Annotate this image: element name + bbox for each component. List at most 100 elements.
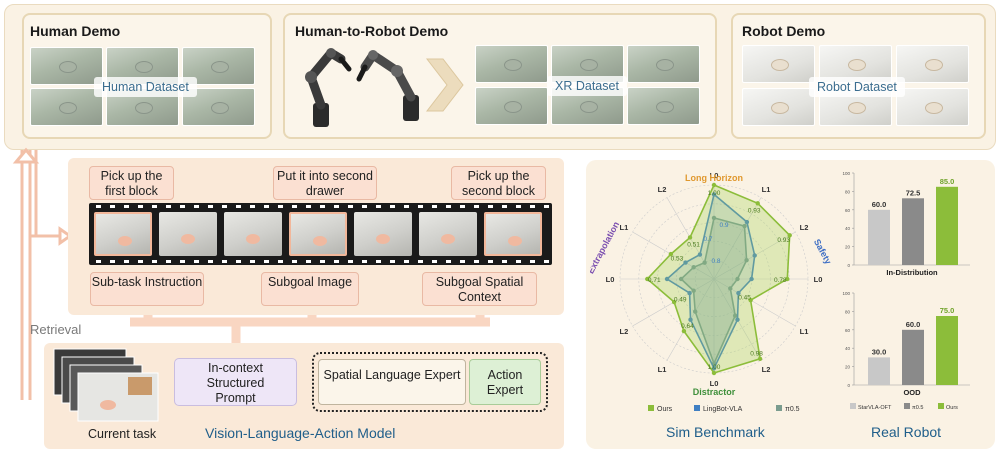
instruction-tag-1: Pick up the first block: [89, 166, 174, 200]
robot-demo-title: Robot Demo: [742, 23, 826, 39]
robot-demo-box: Robot Demo Robot Dataset: [731, 13, 986, 139]
radar-spoke-label: L1: [620, 223, 629, 232]
model-experts-container: [312, 352, 548, 412]
radar-spoke-label: L2: [620, 327, 629, 336]
bar-1-2: [936, 316, 958, 385]
radar-point: [787, 233, 792, 238]
radar-axis-title: Extrapolation: [590, 220, 621, 275]
bar-tick-label: 80: [845, 189, 851, 194]
instruction-tag-3: Pick up the second block: [451, 166, 546, 200]
radar-point: [752, 253, 757, 258]
radar-point: [687, 235, 693, 240]
radar-spoke-label: L0: [814, 275, 823, 284]
film-frame: [289, 212, 347, 256]
bar-tick-label: 80: [845, 309, 851, 314]
radar-value-label: 0.53: [671, 256, 684, 263]
bar-tick-label: 60: [845, 328, 851, 333]
radar-point: [702, 260, 707, 265]
bar-0-0: [868, 209, 890, 265]
radar-point: [711, 192, 717, 197]
radar-spoke-label: L1: [658, 365, 667, 374]
radar-point: [711, 366, 717, 371]
film-frame: [94, 212, 152, 256]
radar-point: [691, 265, 696, 270]
bar-tick-label: 40: [845, 226, 851, 231]
vla-model-label: Vision-Language-Action Model: [205, 425, 396, 441]
radar-point: [732, 313, 738, 318]
radar-spoke: [632, 231, 715, 280]
bar-legend-label: Ours: [946, 405, 958, 411]
bar-1-0: [868, 357, 890, 385]
bar-0-1: [902, 198, 924, 265]
radar-point: [735, 276, 740, 282]
radar-point: [645, 276, 650, 282]
radar-axis-title: Safety: [812, 237, 834, 266]
flow-connectors: [12, 147, 490, 400]
radar-inner-label: 0.7: [703, 236, 712, 243]
human-demo-image: [182, 47, 255, 85]
radar-legend-label: π0.5: [785, 406, 800, 413]
bar-1-1: [902, 329, 924, 385]
robot-demo-image: [896, 45, 969, 83]
radar-series-0: [646, 183, 791, 374]
radar-point: [749, 276, 754, 282]
bar-tick-label: 20: [845, 365, 851, 370]
radar-inner-label: 0.9: [719, 222, 728, 229]
bar-legend-swatch: [904, 403, 910, 409]
radar-axis-title: Long Horizon: [685, 173, 743, 183]
current-task-label: Current task: [88, 427, 157, 441]
radar-point: [687, 290, 692, 296]
radar-point: [691, 288, 696, 293]
xr-dataset-label: XR Dataset: [547, 76, 627, 96]
radar-point: [728, 286, 733, 291]
radar-point: [668, 251, 674, 257]
action-expert-box: Action Expert: [469, 359, 541, 405]
radar-point: [671, 299, 677, 305]
bar-tick-label: 0: [847, 263, 850, 268]
xr-demo-image: [475, 87, 548, 125]
radar-point: [683, 260, 688, 265]
radar-point: [664, 276, 670, 282]
bar-legend-swatch: [850, 403, 856, 409]
radar-point: [755, 201, 760, 206]
radar-value-label: 0.78: [774, 277, 787, 284]
film-frame: [484, 212, 542, 256]
radar-value-label: 0.71: [648, 277, 661, 284]
film-frame: [224, 212, 282, 256]
film-strip: [89, 203, 552, 265]
human-demo-box: Human Demo Human Dataset: [22, 13, 272, 139]
radar-spoke-label: L1: [762, 185, 771, 194]
results-panel: [586, 160, 995, 449]
radar-point: [678, 276, 684, 282]
radar-value-label: 0.98: [750, 351, 763, 358]
radar-spoke-label: L0: [710, 171, 719, 180]
instruction-tag-2: Put it into second drawer: [273, 166, 377, 200]
radar-legend-swatch: [648, 405, 654, 411]
radar-spoke-label: L2: [762, 365, 771, 374]
radar-axis-title: Distractor: [693, 387, 736, 397]
radar-point: [697, 252, 703, 257]
radar-point: [748, 297, 753, 303]
robot-dataset-label: Robot Dataset: [809, 77, 905, 97]
robot-arms-illustration: [305, 48, 464, 127]
bar-value-label: 30.0: [872, 347, 887, 356]
robot-demo-image: [896, 88, 969, 126]
bar-value-label: 72.5: [906, 188, 921, 197]
bar-legend-swatch: [938, 403, 944, 409]
spatial-language-expert-box: Spatial Language Expert: [318, 359, 466, 405]
robot-arm-left-icon: [305, 48, 352, 127]
radar-point: [681, 328, 687, 334]
h2r-demo-title: Human-to-Robot Demo: [295, 23, 449, 39]
human-demo-image: [30, 88, 103, 126]
bar-tick-label: 20: [845, 245, 851, 250]
film-sprockets: [96, 205, 549, 263]
bar-legend-label: π0.5: [912, 405, 923, 411]
radar-point: [711, 182, 717, 188]
bar-tick-label: 60: [845, 208, 851, 213]
radar-value-label: 0.93: [748, 207, 761, 214]
film-frame: [159, 212, 217, 256]
sim-benchmark-label: Sim Benchmark: [666, 424, 765, 440]
human-demo-image: [30, 47, 103, 85]
radar-point: [736, 290, 741, 296]
radar-point: [744, 219, 750, 225]
